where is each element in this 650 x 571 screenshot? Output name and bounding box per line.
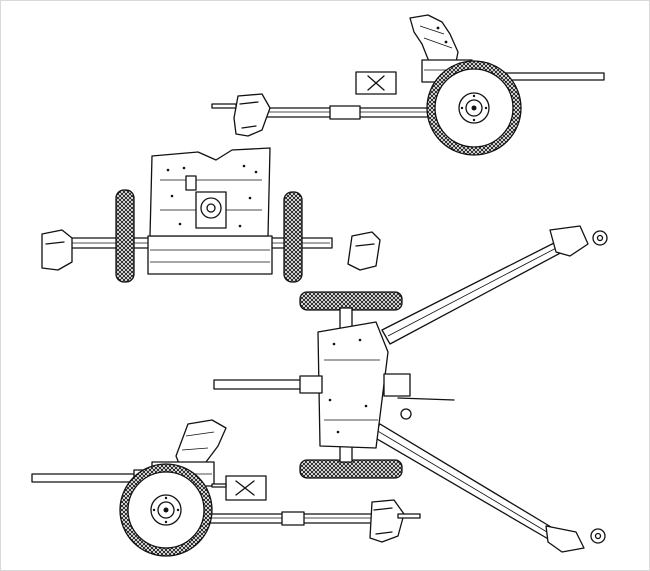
- front-view: [41, 147, 381, 283]
- side-view-left: [31, 419, 421, 557]
- side-view-right: [211, 14, 605, 156]
- top-view: [213, 225, 608, 553]
